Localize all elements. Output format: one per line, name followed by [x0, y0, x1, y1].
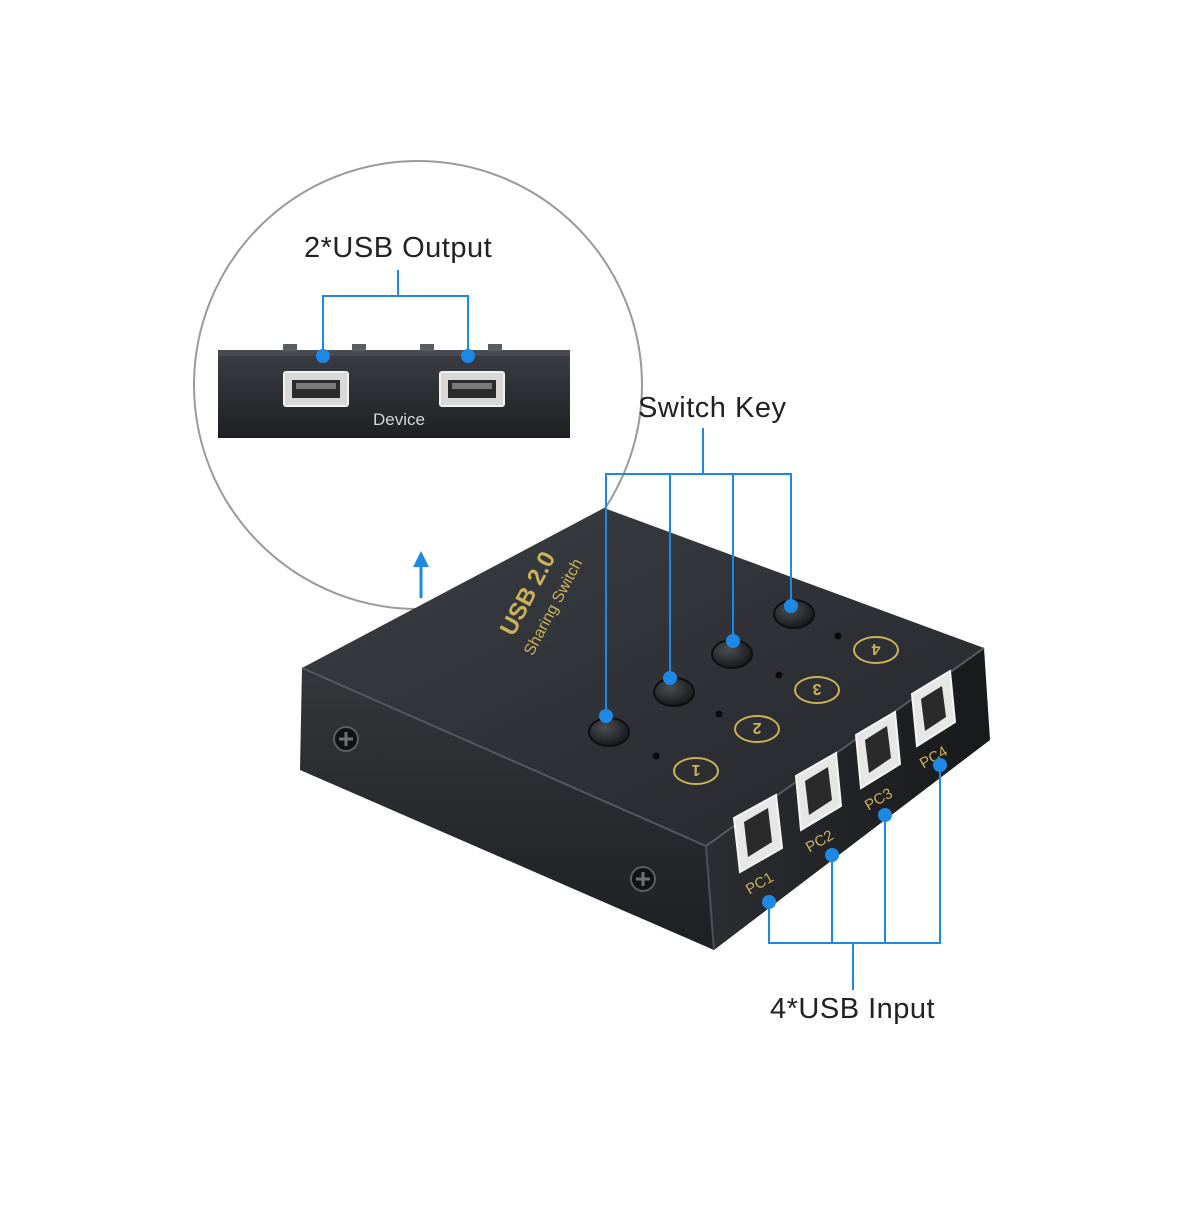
- usb-b-port-pc3: PC3: [854, 710, 902, 814]
- screw-icon: [630, 866, 656, 892]
- device-front-face: [300, 668, 714, 950]
- button-number-2: 2: [734, 715, 780, 743]
- rear-device-label: Device: [373, 410, 425, 429]
- switch-key-callout: Switch Key: [638, 392, 787, 424]
- usb-b-port-pc4: PC4: [910, 669, 957, 772]
- button-number-1: 1: [673, 757, 719, 785]
- device-top-face: [302, 508, 984, 846]
- switch-key-dots: [599, 599, 798, 723]
- svg-text:3: 3: [812, 680, 821, 697]
- svg-text:1: 1: [691, 761, 700, 778]
- usb-output-callout: 2*USB Output: [304, 232, 493, 264]
- svg-text:4: 4: [871, 640, 880, 657]
- switch-device: USB 2.0 Sharing Switch 1: [300, 508, 990, 951]
- up-arrow-icon: [413, 551, 429, 598]
- output-dot-1: [316, 349, 330, 363]
- screw-icon: [333, 726, 359, 752]
- zoom-inset: Device: [193, 160, 643, 610]
- led-2: [715, 710, 723, 718]
- usb-a-port-2: [439, 371, 505, 407]
- output-bracket: [322, 270, 469, 356]
- rear-bumps: [283, 344, 502, 351]
- rear-panel: [218, 350, 570, 438]
- button-number-3: 3: [794, 676, 840, 704]
- usb-input-lines: [768, 765, 941, 990]
- button-number-4: 4: [853, 636, 899, 664]
- usb-input-callout: 4*USB Input: [770, 993, 936, 1025]
- led-4: [834, 632, 842, 640]
- svg-text:2: 2: [752, 719, 761, 736]
- switch-key-lines: [605, 428, 792, 716]
- led-1: [652, 752, 660, 760]
- usb-b-port-pc2: PC2: [794, 751, 843, 856]
- led-indicators: [652, 632, 842, 760]
- usb-input-dots: [762, 758, 947, 909]
- output-dot-2: [461, 349, 475, 363]
- usb-a-port-1: [283, 371, 349, 407]
- led-3: [775, 671, 783, 679]
